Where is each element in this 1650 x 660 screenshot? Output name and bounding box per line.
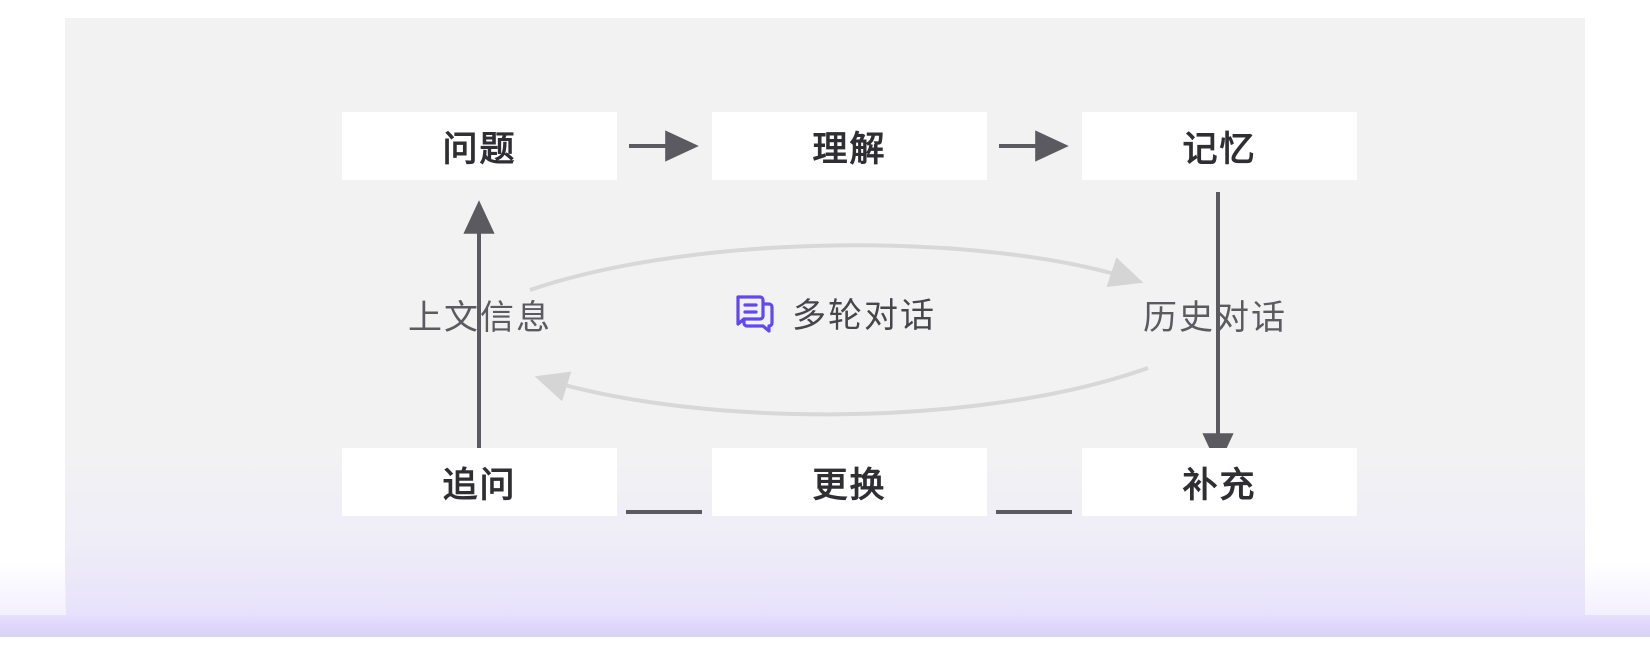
node-question-label: 问题 [442, 129, 517, 170]
center-badge: 多轮对话 [730, 288, 936, 337]
node-follow-up[interactable]: 追问 [342, 448, 617, 516]
node-understand-label: 理解 [812, 129, 887, 170]
node-replace-label: 更换 [812, 465, 887, 506]
node-question[interactable]: 问题 [342, 112, 617, 180]
bottom-accent-strip [0, 615, 1650, 637]
connector-history-to-context [534, 366, 1149, 417]
node-supplement[interactable]: 补充 [1082, 448, 1357, 516]
chat-bubbles-icon [736, 294, 774, 333]
label-context-text: 上文信息 [408, 298, 552, 338]
center-badge-label: 多轮对话 [792, 296, 936, 336]
node-supplement-label: 补充 [1182, 465, 1257, 506]
node-memory[interactable]: 记忆 [1082, 112, 1357, 180]
node-understand[interactable]: 理解 [712, 112, 987, 180]
bottom-strip-shadow [0, 637, 1650, 660]
connector-context-to-history [529, 243, 1144, 292]
page-fade-left [0, 560, 66, 615]
node-replace[interactable]: 更换 [712, 448, 987, 516]
node-follow-up-label: 追问 [442, 465, 517, 506]
label-context: 上文信息 [408, 290, 552, 339]
page-fade-right [1585, 560, 1650, 615]
label-history: 历史对话 [1143, 290, 1287, 339]
label-history-text: 历史对话 [1143, 298, 1287, 338]
node-memory-label: 记忆 [1182, 129, 1257, 170]
